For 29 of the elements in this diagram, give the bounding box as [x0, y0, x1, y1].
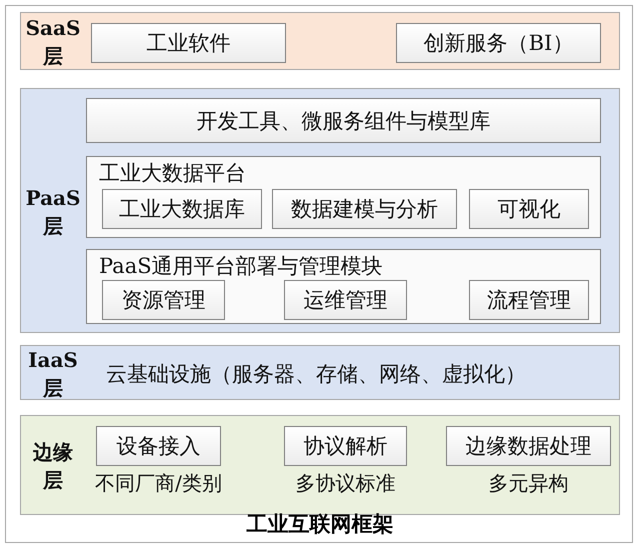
layer-label: SaaS层: [25, 15, 81, 70]
module-box: 数据建模与分析: [272, 189, 457, 229]
module-box: 设备接入: [96, 426, 221, 466]
module-box: 创新服务（BI）: [396, 23, 601, 63]
layer-band: [20, 12, 620, 70]
group-title: PaaS通用平台部署与管理模块: [99, 253, 383, 280]
caption: 工业互联网框架: [246, 510, 394, 538]
module-box: 流程管理: [469, 280, 589, 320]
note-text: 不同厂商/类别: [94, 470, 223, 497]
layer-band: [20, 345, 620, 400]
layer-text: 云基础设施（服务器、存储、网络、虚拟化）: [106, 360, 526, 388]
module-box: 工业大数据库: [102, 189, 262, 229]
module-box: 可视化: [469, 189, 589, 229]
layer-label: PaaS层: [25, 184, 81, 240]
note-text: 多元异构: [488, 470, 570, 497]
group-box: [86, 249, 601, 324]
module-box: 工业软件: [91, 23, 286, 63]
layer-band: [20, 415, 620, 515]
module-box: 运维管理: [284, 280, 407, 320]
layer-label: 边缘层: [32, 439, 74, 494]
module-box: 开发工具、微服务组件与模型库: [86, 98, 601, 143]
group-box: [86, 156, 601, 238]
module-box: 协议解析: [284, 426, 407, 466]
module-box: 资源管理: [102, 280, 225, 320]
layer-band: [20, 88, 620, 333]
layer-label: IaaS层: [27, 347, 79, 402]
module-box: 边缘数据处理: [446, 426, 611, 466]
group-title: 工业大数据平台: [99, 160, 246, 187]
note-text: 多协议标准: [294, 470, 396, 497]
